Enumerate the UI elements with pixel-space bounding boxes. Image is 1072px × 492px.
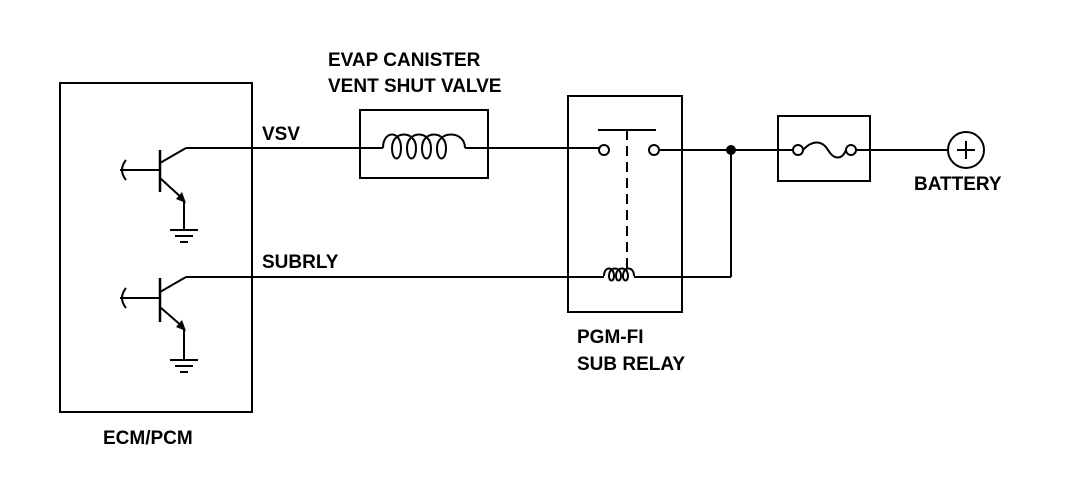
evap-valve-box	[359, 109, 489, 179]
solenoid-coil	[382, 133, 466, 160]
vsv-label: VSV	[262, 124, 300, 145]
relay-box	[567, 95, 683, 313]
relay-contact-right	[648, 144, 660, 156]
junction-dot	[726, 145, 736, 155]
evap-label-line2: VENT SHUT VALVE	[328, 76, 501, 97]
transistor-lower	[120, 276, 198, 373]
pgm-fi-sub-relay	[567, 95, 683, 313]
ecm-pcm-unit	[59, 82, 253, 413]
battery-plus-icon	[947, 131, 985, 169]
evap-valve	[359, 109, 489, 179]
ecm-pcm-label: ECM/PCM	[103, 428, 193, 449]
subrly-wire	[186, 150, 732, 278]
ecm-pcm-box	[59, 82, 253, 413]
relay-label-line1: PGM-FI	[577, 327, 644, 348]
fuse-icon	[802, 141, 847, 159]
battery-label: BATTERY	[914, 174, 1002, 195]
transistor-upper	[120, 147, 198, 243]
subrly-label: SUBRLY	[262, 252, 339, 273]
relay-coil	[603, 267, 635, 282]
relay-label-line2: SUB RELAY	[577, 354, 685, 375]
fuse-box	[777, 115, 871, 182]
evap-label-line1: EVAP CANISTER	[328, 50, 481, 71]
relay-contact-left	[598, 144, 610, 156]
battery-feed	[659, 115, 985, 182]
